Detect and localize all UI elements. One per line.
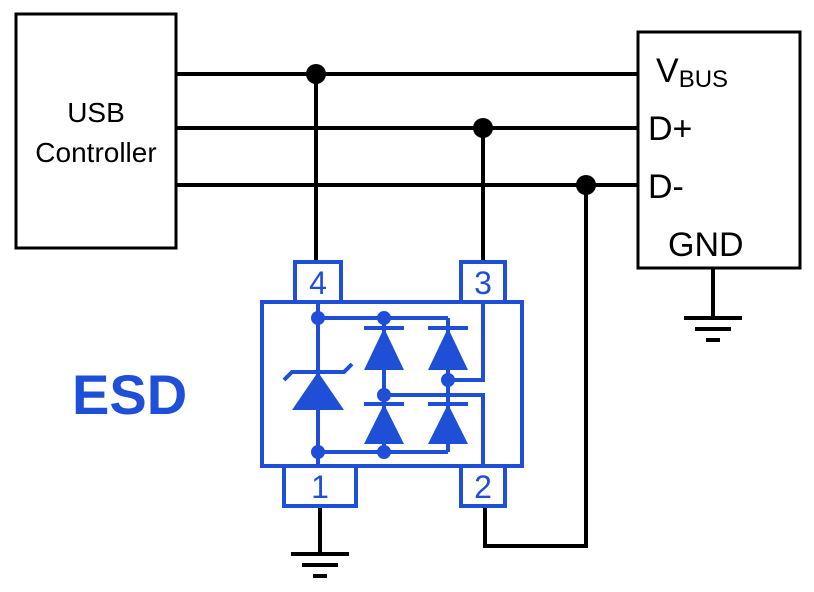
vbus-subscript: BUS [679, 66, 728, 93]
ground-symbol-connector [684, 316, 742, 342]
junction-dot [311, 311, 325, 325]
dminus-to-pin2-wire [483, 185, 588, 548]
pin-2-box [459, 464, 507, 508]
pin-2-label: 2 [474, 469, 492, 505]
tvs-diode-cathode [282, 362, 354, 382]
diode-body [364, 404, 404, 444]
pin3-internal-wire [448, 302, 485, 382]
steering-diode-top-left [364, 326, 404, 370]
pin2-internal-wire [384, 393, 485, 466]
junction-dots [306, 64, 596, 195]
esd-device [260, 260, 524, 508]
diode-body [428, 328, 468, 370]
vbus-junction-dot [306, 64, 326, 84]
steering-diode-bottom-left [364, 402, 404, 444]
ground-symbol-esd [291, 552, 349, 578]
usb-connector-box [636, 30, 802, 270]
junction-dot [311, 445, 325, 459]
diode-body [364, 328, 404, 370]
steering-diode-top-right [428, 326, 468, 370]
usb-controller-block: USB Controller [14, 12, 178, 250]
junction-dot [441, 373, 455, 387]
steering-diode-bottom-right [428, 402, 468, 444]
esd-pin-labels: 4 3 1 2 [309, 265, 492, 505]
dminus-label: D- [648, 168, 684, 206]
tvs-zener-diode [282, 362, 354, 410]
bus-wires [176, 72, 715, 554]
esd-package-outline [260, 300, 524, 468]
junction-dot [377, 445, 391, 459]
usb-controller-label-line2: Controller [35, 137, 156, 168]
usb-controller-label-line1: USB [67, 97, 125, 128]
pin-1-label: 1 [311, 469, 329, 505]
junction-dot [377, 388, 391, 402]
usb-controller-box [14, 12, 178, 250]
gnd-label: GND [668, 226, 744, 264]
pin-3-label: 3 [474, 265, 492, 301]
dplus-label: D+ [648, 110, 692, 148]
tvs-diode-body [292, 372, 344, 410]
usb-connector-block: VBUS D+ D- GND [636, 30, 802, 270]
vbus-label: VBUS [656, 52, 728, 93]
diode-body [428, 404, 468, 444]
esd-label: ESD [72, 363, 187, 426]
pin-1-box [282, 464, 358, 508]
esd-junction-dots [311, 311, 455, 459]
dminus-junction-dot [576, 175, 596, 195]
pin-4-label: 4 [309, 265, 327, 301]
dplus-junction-dot [473, 118, 493, 138]
junction-dot [377, 311, 391, 325]
